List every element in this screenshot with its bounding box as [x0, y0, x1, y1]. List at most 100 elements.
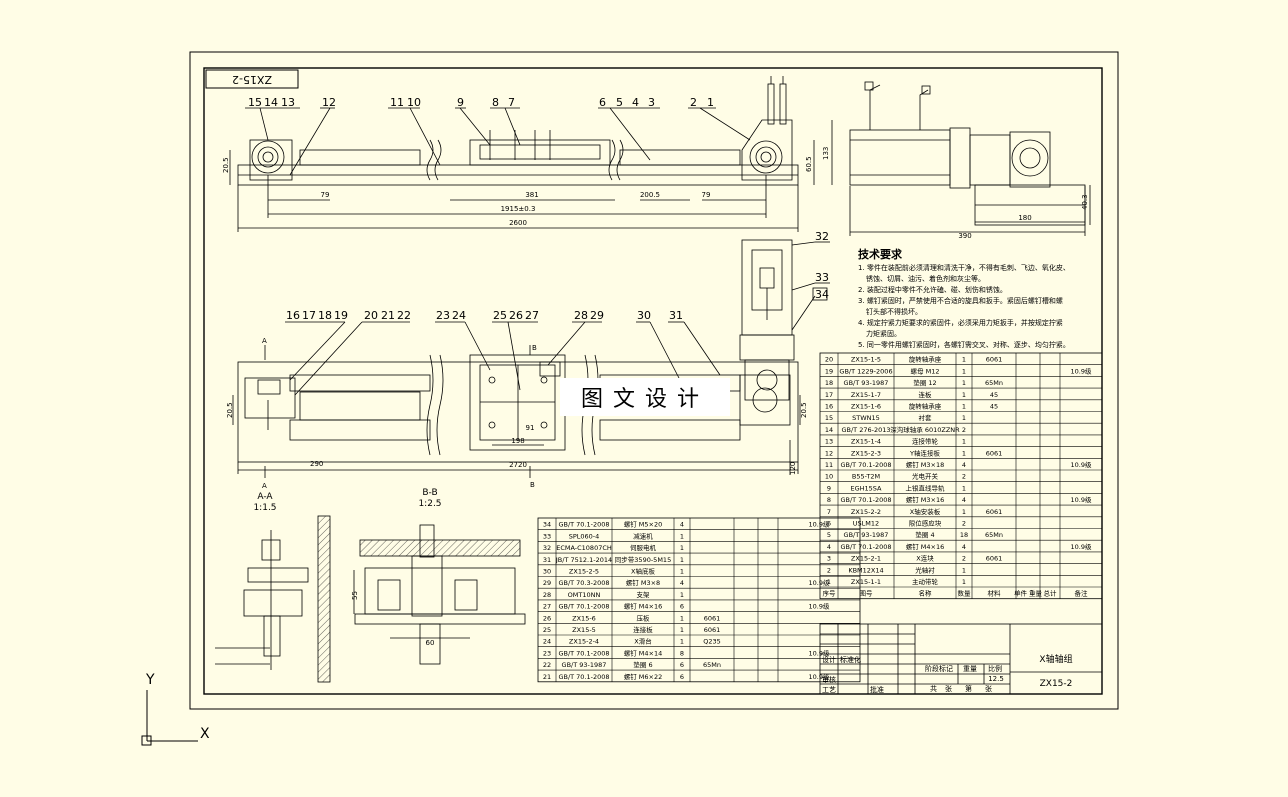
bom-right-cell: ZX15-1-6	[851, 403, 881, 411]
bom-left-cell: X轴底板	[631, 567, 655, 576]
bom-right-cell: 3	[827, 555, 831, 563]
bom-right-cell: 10.9级	[1071, 460, 1092, 469]
bom-right-cell: 光电开关	[912, 472, 939, 481]
tb-label-weight: 重量	[963, 665, 977, 673]
bom-right-cell: 6	[827, 520, 831, 528]
bom-right-cell: X轴安装板	[910, 507, 941, 516]
bom-left-cell: 34	[543, 521, 551, 529]
top-dimensions: 2600 1915±0.3 381 79 79 200.5 133 60.5 2…	[222, 147, 830, 227]
ucs-x-label: X	[200, 726, 210, 742]
marker-a-top: A	[262, 337, 267, 345]
front-balloons: 16 17 18 19 20 21 22 23 24 25 26 27 28 2…	[286, 309, 683, 322]
bom-left-cell: 10.9级	[809, 648, 830, 657]
bom-right-cell: 2	[962, 426, 966, 434]
bom-left-cell: 65Mn	[703, 661, 721, 669]
balloon-27: 27	[525, 309, 539, 322]
bom-right-cell: EGH15SA	[851, 484, 883, 492]
bom-left-cell: GB/T 70.1-2008	[558, 603, 609, 611]
bom-right-cell: 16	[825, 403, 833, 411]
bom-right-cell: GB/T 93-1987	[844, 379, 889, 387]
dim-sec-width: 60	[426, 639, 435, 647]
title-block	[819, 623, 1103, 695]
balloon-18: 18	[318, 309, 332, 322]
bom-right-cell: 6061	[986, 449, 1003, 457]
bom-left-cell: 同步带3590-5M15	[615, 556, 671, 564]
bom-right-cell: GB/T 1229-2006	[839, 367, 892, 375]
bom-left-cell: ZX15-2-5	[569, 568, 599, 576]
balloon-4: 4	[632, 96, 639, 109]
title-code: ZX15-2	[1040, 679, 1073, 689]
marker-b-bottom: B	[530, 481, 535, 489]
bom-right-cell: GB/T 93-1987	[844, 531, 889, 539]
balloon-14: 14	[264, 96, 278, 109]
bom-left-cell: 支架	[637, 590, 651, 599]
balloon-19: 19	[334, 309, 348, 322]
bom-right-cell: 1	[962, 391, 966, 399]
tb-label-standard: 标准化	[840, 655, 861, 664]
section-a-scale: 1:1.5	[253, 503, 276, 513]
side-balloons: 32 33 34	[815, 230, 829, 301]
balloon-1: 1	[707, 96, 714, 109]
bom-left-cell: 30	[543, 568, 551, 576]
tech-line-4: 3. 螺钉紧固时，严禁使用不合适的旋具和扳手。紧固后螺钉槽和螺	[858, 296, 1063, 305]
balloon-29: 29	[590, 309, 604, 322]
bom-right-cell: X连块	[916, 554, 934, 563]
bom-right-cell: ZX15-1-4	[851, 438, 881, 446]
dim-mid-box: 198	[511, 437, 524, 445]
bom-left-cell: 26	[543, 614, 551, 622]
bom-left-cell: GB/T 93-1987	[562, 661, 607, 669]
bom-left-cell: 1	[680, 568, 684, 576]
tech-line-8: 5. 同一零件用螺钉紧固时，各螺钉需交叉、对称、逐步、均匀拧紧。	[858, 340, 1070, 349]
balloon-3: 3	[648, 96, 655, 109]
tech-notes-title: 技术要求	[858, 247, 903, 261]
bom-right-cell: ZX15-2-2	[851, 508, 881, 516]
bom-left-cell: 6	[680, 661, 684, 669]
code-stamp: ZX15-2	[205, 69, 299, 89]
bom-right-cell: 20	[825, 356, 833, 364]
bom-right-cell: 1	[962, 414, 966, 422]
tb-label-stage: 阶段标记	[925, 664, 953, 673]
balloon-30: 30	[637, 309, 651, 322]
dim-top-seg: 200.5	[640, 191, 660, 199]
bom-left-cell: 连接板	[633, 625, 653, 634]
bom-right-cell: 螺钉 M3×16	[906, 495, 945, 504]
bom-right-cell: ZX15-1-7	[851, 391, 881, 399]
bom-left-cell: 10.9级	[809, 520, 830, 529]
balloon-21: 21	[381, 309, 395, 322]
bom-left-cell: 4	[680, 579, 684, 587]
bom-right-cell: 螺母 M12	[911, 366, 940, 375]
bom-right-cell: 备注	[1075, 589, 1089, 598]
bom-right-cell: 材料	[988, 589, 1002, 598]
bom-right-cell: 1	[962, 508, 966, 516]
bom-left-cell: 10.9级	[809, 672, 830, 681]
dim-top-left: 79	[321, 191, 330, 199]
bom-right-cell: 13	[825, 438, 833, 446]
bom-right-cell: 65Mn	[985, 531, 1003, 539]
bom-right-cell: 限位感应块	[909, 519, 942, 528]
tech-line-6: 4. 规定拧紧力矩要求的紧固件，必须采用力矩扳手，并按规定拧紧	[858, 318, 1063, 327]
bom-right-cell: 14	[825, 426, 833, 434]
bom-left-cell: 垫圈 6	[633, 660, 652, 669]
bom-right-cell: 螺钉 M4×16	[906, 542, 945, 551]
bom-left-cell: GB/T 70.1-2008	[558, 673, 609, 681]
bom-left-cell: ZX15-6	[572, 614, 596, 622]
bom-right-cell: 18	[825, 379, 833, 387]
bom-right-cell: 10.9级	[1071, 542, 1092, 551]
bom-right-cell: 1	[962, 438, 966, 446]
ucs-y-label: Y	[145, 672, 155, 688]
bom-left-cell: 29	[543, 579, 551, 587]
bom-right-cell: ZX15-1-5	[851, 356, 881, 364]
bom-right-cell: 6061	[986, 508, 1003, 516]
bom-right-cell: 图号	[860, 590, 874, 598]
bom-right-cell: 1	[962, 566, 966, 574]
bom-left-cell: X滑台	[634, 637, 651, 646]
bom-left-cell: GB/T 70.1-2008	[558, 649, 609, 657]
bom-right-cell: 上银直线导轨	[906, 483, 946, 492]
bom-left-cell: GB/T 70.3-2008	[558, 579, 609, 587]
bom-left-cell: 24	[543, 638, 551, 646]
dim-top-right: 79	[702, 191, 711, 199]
balloon-12: 12	[322, 96, 336, 109]
balloon-7: 7	[508, 96, 515, 109]
